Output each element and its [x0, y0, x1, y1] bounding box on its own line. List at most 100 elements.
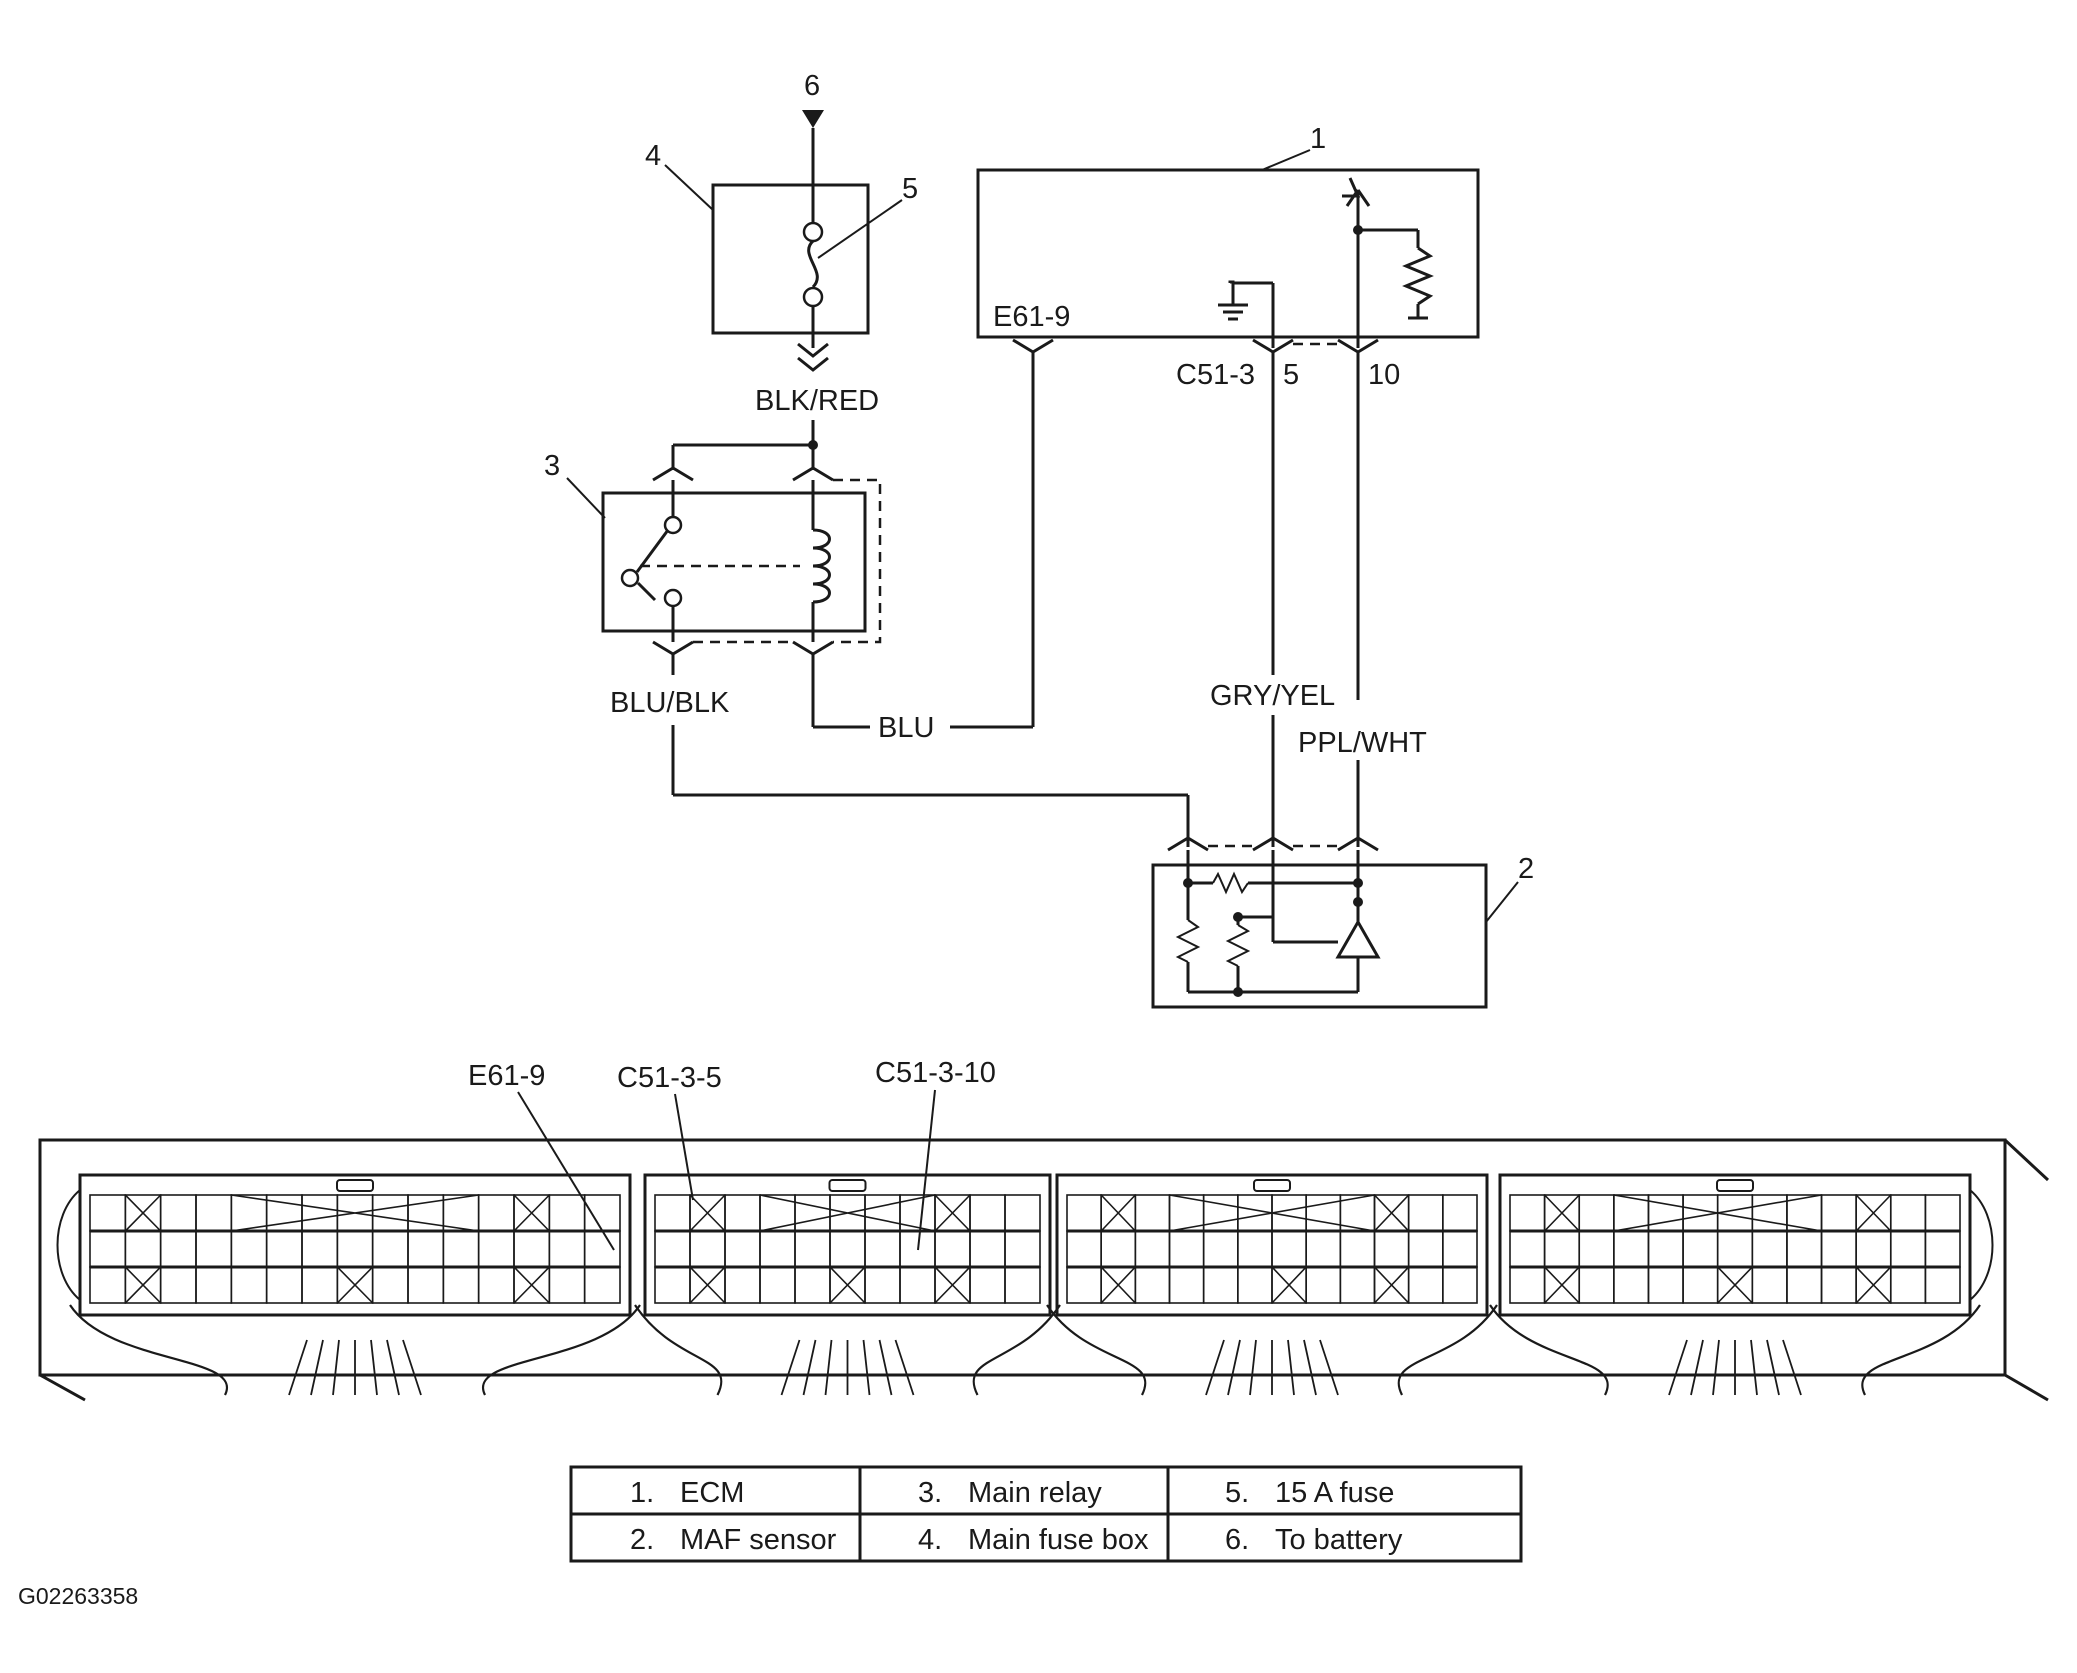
connector-side-clip	[56, 1189, 81, 1301]
harness-wire	[386, 1339, 400, 1396]
connector-pin-cell	[336, 1230, 374, 1268]
connector-pin-cell	[1373, 1230, 1410, 1268]
connector-pin-cell	[1237, 1230, 1273, 1268]
connector-pin-cell	[1168, 1230, 1205, 1268]
connector-pin-cell	[1271, 1194, 1307, 1232]
harness-wire	[402, 1339, 422, 1396]
harness-wire	[1249, 1339, 1257, 1396]
connector-pin-cell	[1924, 1230, 1961, 1268]
empty-pin-mark	[124, 1266, 162, 1304]
connector-pin-cell	[1134, 1230, 1171, 1268]
legend-text-main-relay: Main relay	[968, 1477, 1102, 1509]
harness-wire	[878, 1339, 893, 1396]
connector-pin-cell	[265, 1266, 303, 1304]
wire-label-blu: BLU	[878, 712, 934, 744]
connector-pin-cell	[1889, 1230, 1927, 1268]
harness-wire	[370, 1339, 378, 1396]
empty-pin-mark	[1100, 1266, 1136, 1304]
connector-pin-cell	[864, 1266, 901, 1304]
connector-pin-cell	[1407, 1194, 1444, 1232]
connector-pin-cell	[1647, 1230, 1684, 1268]
connector-pin-cell	[1924, 1266, 1961, 1304]
connector-pin-cell	[1509, 1266, 1546, 1304]
connector-pin-cell	[969, 1230, 1006, 1268]
connector-block	[1498, 1173, 1972, 1317]
connector-pin-cell	[1134, 1194, 1171, 1232]
harness-wire	[1227, 1339, 1241, 1396]
connector-pin-cell	[442, 1194, 480, 1232]
terminal-pin-5: 5	[1283, 359, 1299, 391]
wire-label-gry-yel: GRY/YEL	[1210, 680, 1335, 712]
wire-harness	[1046, 1304, 1498, 1396]
connector-pin-cell	[1647, 1194, 1684, 1232]
connector-pin-cell	[794, 1194, 831, 1232]
connector-pin-cell	[1889, 1194, 1927, 1232]
connector-pin-cell	[829, 1230, 866, 1268]
empty-pin-mark	[689, 1266, 726, 1304]
empty-pin-mark	[1373, 1194, 1410, 1232]
figure-id: G02263358	[18, 1583, 138, 1609]
legend-table: 1. ECM 3. Main relay 5. 15 A fuse 2. MAF…	[569, 1465, 1523, 1563]
connector-pin-cell	[195, 1266, 233, 1304]
connector-pin-cell	[301, 1266, 339, 1304]
terminal-e61-9: E61-9	[993, 301, 1070, 333]
connector-pin-cell	[1509, 1194, 1546, 1232]
connector-pin-cell	[230, 1266, 268, 1304]
connector-pin-cell	[583, 1266, 621, 1304]
connector-pin-cell	[124, 1230, 162, 1268]
empty-pin-mark	[689, 1194, 726, 1232]
connector-pin-cell	[89, 1194, 127, 1232]
legend-text-maf-sensor: MAF sensor	[680, 1524, 837, 1556]
connector-pin-cell	[1786, 1266, 1823, 1304]
connector-label-c51-3-10: C51-3-10	[875, 1057, 996, 1089]
connector-block	[78, 1173, 632, 1317]
connector-pin-cell	[1100, 1230, 1137, 1268]
harness-wire	[780, 1339, 801, 1396]
connector-pin-cell	[1202, 1266, 1239, 1304]
terminal-c51-3: C51-3	[1176, 359, 1255, 391]
maf-sensor-box	[1151, 863, 1488, 1009]
connector-pin-cell	[230, 1194, 268, 1232]
callout-6: 6	[804, 70, 820, 102]
connector-pin-cell	[1202, 1230, 1239, 1268]
connector-pin-cell	[1237, 1194, 1273, 1232]
callout-2: 2	[1518, 853, 1534, 885]
harness-wire	[862, 1339, 871, 1396]
connector-pin-cell	[371, 1230, 409, 1268]
harness-wire	[1782, 1339, 1802, 1396]
empty-pin-mark	[759, 1194, 936, 1232]
connector-pin-cell	[1004, 1230, 1041, 1268]
connector-pin-cell	[407, 1230, 445, 1268]
wire-harness	[1489, 1304, 1981, 1396]
legend-num-5: 5.	[1225, 1477, 1249, 1509]
callout-3: 3	[544, 450, 560, 482]
empty-pin-mark	[829, 1266, 866, 1304]
connector-pin-cell	[1442, 1194, 1478, 1232]
harness-wire	[288, 1339, 308, 1396]
connector-pin-cell	[1613, 1230, 1650, 1268]
connector-pin-cell	[1543, 1230, 1581, 1268]
connector-pin-cell	[1407, 1230, 1444, 1268]
connector-pin-cell	[1855, 1230, 1892, 1268]
connector-pin-cell	[1578, 1194, 1615, 1232]
connector-pin-cell	[1682, 1194, 1719, 1232]
connector-pin-cell	[1682, 1230, 1719, 1268]
wire-label-blu-blk: BLU/BLK	[610, 687, 730, 719]
connector-pin-cell	[969, 1266, 1006, 1304]
connector-pin-cell	[1202, 1194, 1239, 1232]
empty-pin-mark	[1855, 1266, 1892, 1304]
ecm-resistor-icon	[1402, 246, 1434, 306]
harness-wire	[1690, 1339, 1704, 1396]
connector-label-e61-9: E61-9	[468, 1060, 545, 1092]
connector-pin-cell	[477, 1194, 515, 1232]
connector-pin-cell	[89, 1266, 127, 1304]
connector-pin-cell	[159, 1194, 197, 1232]
connector-pin-cell	[1751, 1230, 1788, 1268]
empty-pin-mark	[1544, 1266, 1580, 1304]
connector-pin-cell	[195, 1230, 233, 1268]
connector-pin-cell	[159, 1266, 197, 1304]
connector-pin-cell	[1271, 1230, 1307, 1268]
connector-pin-cell	[654, 1230, 691, 1268]
connector-pin-cell	[265, 1230, 303, 1268]
empty-pin-mark	[934, 1194, 971, 1232]
